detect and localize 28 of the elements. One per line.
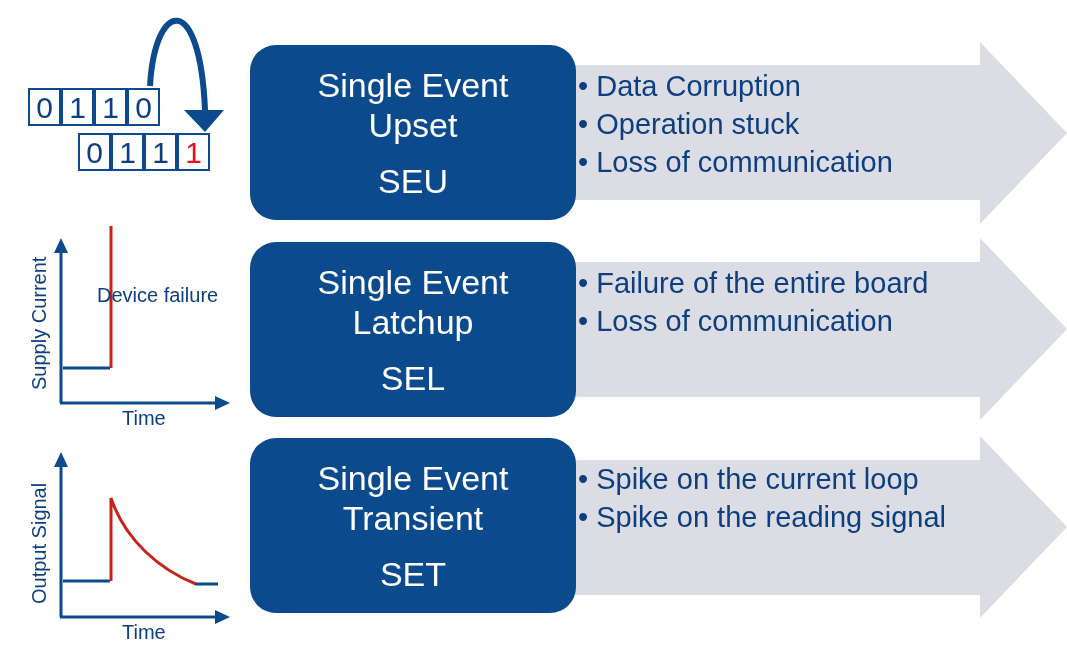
bit-cell: 1: [111, 133, 144, 171]
bit-cell: 0: [127, 88, 160, 126]
bullet-item: • Data Corruption: [578, 69, 802, 104]
event-box: [250, 45, 576, 220]
bullet-item: • Spike on the reading signal: [578, 500, 948, 535]
axis-title: Time: [122, 621, 166, 644]
bit-cell: 1: [94, 88, 127, 126]
bullet-item: • Spike on the current loop: [578, 462, 920, 497]
bit-cell: 1: [177, 133, 210, 171]
bit-cell: 0: [78, 133, 111, 171]
event-title: Single Event Transient: [316, 457, 510, 538]
bit-cell: 1: [61, 88, 94, 126]
bullet-item: • Operation stuck: [578, 107, 801, 142]
event-title: Single Event Upset: [316, 64, 510, 145]
event-box: [250, 438, 576, 613]
bit-cell: 1: [144, 133, 177, 171]
bullet-item: • Failure of the entire board: [578, 266, 930, 301]
event-title: Single Event Latchup: [316, 261, 510, 342]
axis-title: Output Signal: [28, 482, 51, 604]
event-acronym: SET: [379, 553, 447, 594]
event-box: [250, 242, 576, 417]
event-acronym: SEU: [378, 160, 448, 201]
event-acronym: SEL: [380, 357, 446, 398]
axis-title: Time: [122, 407, 166, 430]
bullet-item: • Loss of communication: [578, 145, 894, 180]
bullet-item: • Loss of communication: [578, 304, 894, 339]
axis-title: Supply Current: [28, 256, 51, 390]
bit-cell: 0: [28, 88, 61, 126]
